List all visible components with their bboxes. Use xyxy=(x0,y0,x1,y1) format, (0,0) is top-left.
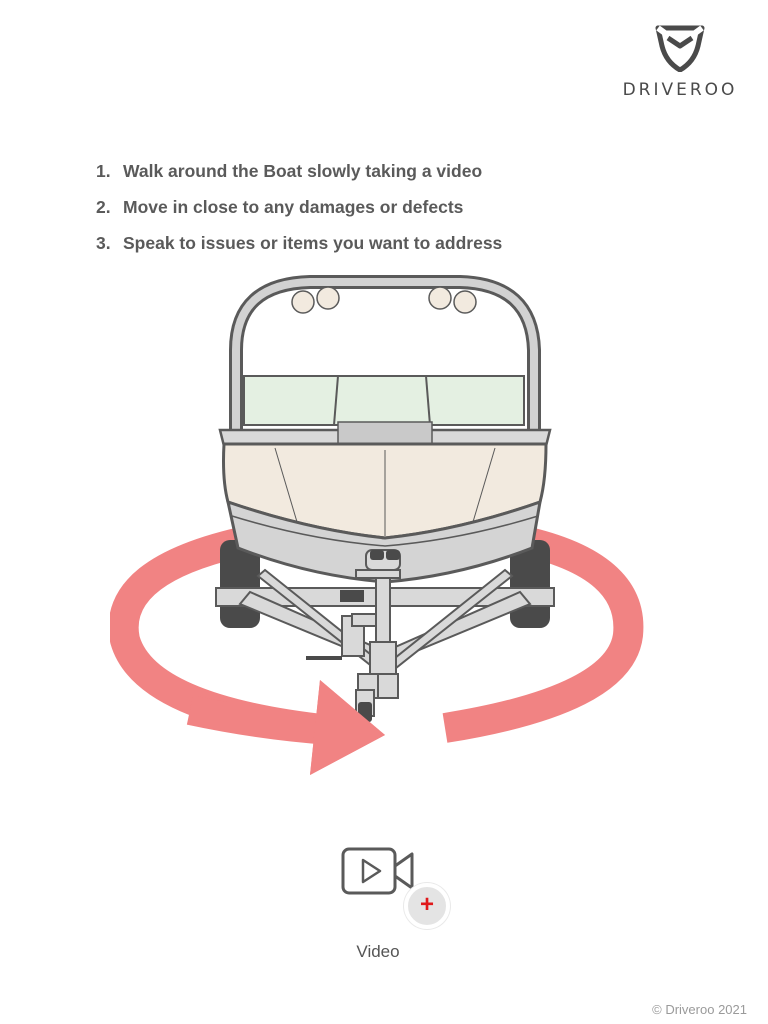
plus-icon: + xyxy=(419,891,434,918)
step-number: 1. xyxy=(96,161,111,181)
add-badge[interactable]: + xyxy=(404,883,450,929)
step-text: Walk around the Boat slowly taking a vid… xyxy=(123,161,483,181)
boat-walkaround-illustration xyxy=(110,275,644,775)
step-text: Move in close to any damages or defects xyxy=(123,197,464,217)
driveroo-logo: DRIVEROO xyxy=(616,24,744,102)
video-camera-icon xyxy=(341,847,414,895)
boat-on-trailer-icon xyxy=(215,275,555,722)
copyright-text: © Driveroo 2021 xyxy=(652,1002,747,1017)
step-text: Speak to issues or items you want to add… xyxy=(123,233,503,253)
instruction-list: 1. Walk around the Boat slowly taking a v… xyxy=(96,157,502,265)
step-number: 3. xyxy=(96,233,111,253)
step-number: 2. xyxy=(96,197,111,217)
add-video-button[interactable]: + Video xyxy=(330,840,456,970)
video-label: Video xyxy=(356,942,400,961)
instruction-step: 1. Walk around the Boat slowly taking a v… xyxy=(96,157,502,193)
instruction-step: 3. Speak to issues or items you want to a… xyxy=(96,229,502,265)
instruction-step: 2. Move in close to any damages or defect… xyxy=(96,193,502,229)
brand-name: DRIVEROO xyxy=(622,80,738,100)
shield-chevron-icon xyxy=(655,25,705,72)
